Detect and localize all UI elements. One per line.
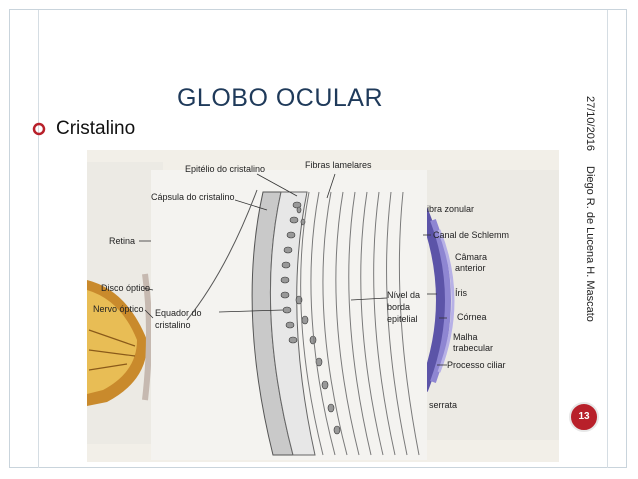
label-camara-2: anterior bbox=[455, 263, 486, 273]
label-nervo-optico: Nervo óptico bbox=[93, 304, 144, 314]
label-malha-2: trabecular bbox=[453, 343, 493, 353]
label-processo-ciliar: Processo ciliar bbox=[447, 360, 506, 370]
left-rule bbox=[38, 10, 39, 468]
label-nivel-1: Nível da bbox=[387, 290, 420, 300]
circle-bullet-icon bbox=[32, 122, 46, 136]
label-fibra-zonular: ibra zonular bbox=[427, 204, 474, 214]
side-info: 27/10/2016 Diego R. de Lucena H. Mascato bbox=[582, 96, 602, 326]
label-nivel-2: borda bbox=[387, 302, 410, 312]
label-nivel-3: epitelial bbox=[387, 314, 418, 324]
label-disco-optico: Disco óptico bbox=[101, 283, 150, 293]
right-rule bbox=[607, 10, 608, 468]
label-cornea: Córnea bbox=[457, 312, 487, 322]
slide-title: GLOBO OCULAR bbox=[176, 84, 384, 112]
label-retina: Retina bbox=[109, 236, 135, 246]
label-canal-schlemm: Canal de Schlemm bbox=[433, 230, 509, 240]
slide-author: Diego R. de Lucena H. Mascato bbox=[584, 166, 596, 322]
optic-nerve-drawing bbox=[87, 273, 152, 406]
lens-micrograph bbox=[151, 170, 427, 460]
label-serrata: serrata bbox=[429, 400, 457, 410]
eye-lens-figure: Retina Disco óptico Nervo óptico Epitéli… bbox=[87, 150, 559, 462]
bullet-item: Cristalino bbox=[32, 118, 135, 140]
label-capsula: Cápsula do cristalino bbox=[151, 192, 235, 202]
page-number-badge: 13 bbox=[569, 402, 599, 432]
label-equador-1: Equador do bbox=[155, 308, 202, 318]
label-equador-2: cristalino bbox=[155, 320, 191, 330]
label-epitelio: Epitélio do cristalino bbox=[185, 164, 265, 174]
slide-date: 27/10/2016 bbox=[584, 96, 596, 152]
label-fibras: Fibras lamelares bbox=[305, 160, 372, 170]
label-iris: Íris bbox=[455, 288, 467, 298]
label-camara-1: Câmara bbox=[455, 252, 487, 262]
bullet-text: Cristalino bbox=[56, 118, 136, 139]
label-malha-1: Malha bbox=[453, 332, 478, 342]
slide-frame bbox=[9, 9, 627, 468]
